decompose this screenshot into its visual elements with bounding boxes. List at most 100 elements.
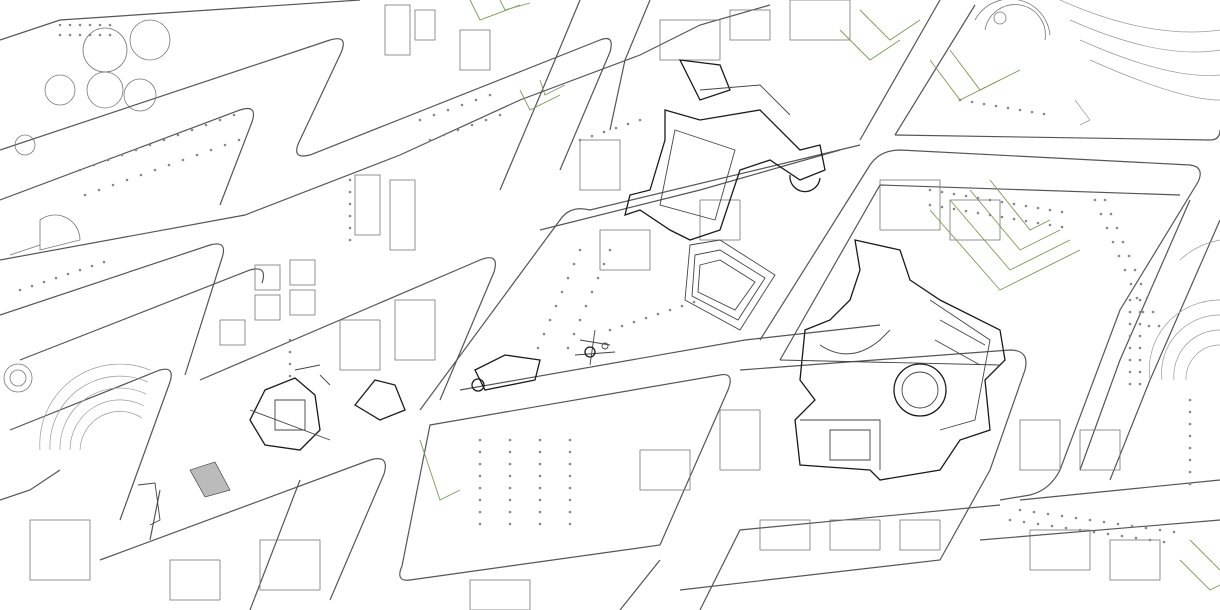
tree-dot	[1102, 520, 1106, 524]
tree-dot	[428, 138, 432, 142]
tree-dot	[162, 138, 166, 142]
tree-dot	[1074, 516, 1078, 520]
tree-dot	[568, 450, 572, 454]
tree-dot	[614, 126, 618, 130]
tree-dot	[1138, 334, 1142, 338]
road-band-20	[859, 0, 941, 141]
tree-dot	[1042, 112, 1046, 116]
tree-dot	[1138, 298, 1142, 302]
tree-dot	[484, 118, 488, 122]
tree-dot	[952, 207, 956, 211]
tree-dot	[139, 173, 143, 177]
tree-dot	[1188, 422, 1192, 426]
tree-dot	[98, 33, 102, 37]
tree-dot	[195, 153, 199, 157]
tree-dot	[668, 308, 672, 312]
tree-dot	[348, 226, 352, 230]
tree-dot	[1128, 382, 1132, 386]
tree-dot	[1128, 358, 1132, 362]
tree-dot	[970, 100, 974, 104]
tree-dot	[508, 462, 512, 466]
tree-dot	[988, 198, 992, 202]
tree-dot	[680, 304, 684, 308]
tree-dot	[1048, 223, 1052, 227]
tree-dot	[566, 276, 570, 280]
tree-dot	[638, 118, 642, 122]
tree-dot	[1012, 217, 1016, 221]
tree-dot	[1138, 322, 1142, 326]
road-band-18	[894, 4, 976, 136]
tree-dot	[98, 23, 102, 27]
tree-dot	[1148, 538, 1152, 542]
tree-dot	[418, 118, 422, 122]
tree-dot	[1188, 446, 1192, 450]
amphitheatre-left	[3, 363, 151, 451]
tree-dot	[928, 203, 932, 207]
tree-dot	[952, 192, 956, 196]
road-band-9	[99, 458, 386, 601]
tree-dot	[1060, 225, 1064, 229]
tree-dot	[1188, 482, 1192, 486]
tree-dot	[78, 168, 82, 172]
tree-dot	[988, 213, 992, 217]
tree-dot	[88, 23, 92, 27]
road-band-24	[979, 519, 1220, 541]
tree-dot	[108, 23, 112, 27]
road-band-15	[679, 349, 1027, 591]
tree-dot	[590, 134, 594, 138]
tree-dot	[958, 98, 962, 102]
tree-dot	[1158, 528, 1162, 532]
tree-dot	[572, 262, 576, 266]
tree-dot	[348, 178, 352, 182]
tree-dot	[108, 33, 112, 37]
tree-dot	[478, 486, 482, 490]
tree-dot	[538, 438, 542, 442]
tree-dot	[538, 510, 542, 514]
tree-dot	[125, 178, 129, 182]
tree-dot	[58, 33, 62, 37]
tree-dot	[1036, 221, 1040, 225]
amphitheatre-right	[1149, 239, 1220, 381]
tree-dot	[1109, 212, 1113, 216]
tree-dot	[602, 262, 606, 266]
tree-dot	[1138, 310, 1142, 314]
tree-dot	[1103, 198, 1107, 202]
tree-dot	[1128, 310, 1132, 314]
tree-dot	[568, 498, 572, 502]
road-band-16	[759, 149, 1201, 501]
road-band-23	[1019, 479, 1220, 501]
tree-dot	[470, 123, 474, 127]
tree-dot	[237, 138, 241, 142]
tree-dot	[42, 280, 46, 284]
tree-rows	[18, 23, 1192, 544]
tree-dot	[478, 450, 482, 454]
tree-dot	[176, 133, 180, 137]
tree-dot	[456, 128, 460, 132]
tree-dot	[568, 510, 572, 514]
tree-dot	[232, 113, 236, 117]
road-band-7	[199, 257, 496, 401]
tree-dot	[1120, 534, 1124, 538]
tree-dot	[288, 350, 292, 354]
tree-dot	[508, 498, 512, 502]
tree-dot	[1050, 524, 1054, 528]
tree-dot	[542, 332, 546, 336]
tree-dot	[181, 158, 185, 162]
plan-east	[779, 239, 1006, 481]
tree-dot	[568, 522, 572, 526]
tree-dot	[620, 324, 624, 328]
tree-dot	[1008, 518, 1012, 522]
tree-dot	[1018, 508, 1022, 512]
road-band-10	[0, 469, 61, 501]
tree-dot	[88, 33, 92, 37]
tree-dot	[120, 153, 124, 157]
tree-dot	[1024, 219, 1028, 223]
tree-dot	[1088, 518, 1092, 522]
tree-dot	[1127, 254, 1131, 258]
road-band-5	[0, 243, 225, 376]
tree-dot	[578, 138, 582, 142]
tree-dot	[190, 128, 194, 132]
road-band-29	[699, 504, 1001, 610]
tree-dot	[348, 190, 352, 194]
tree-dot	[1060, 210, 1064, 214]
